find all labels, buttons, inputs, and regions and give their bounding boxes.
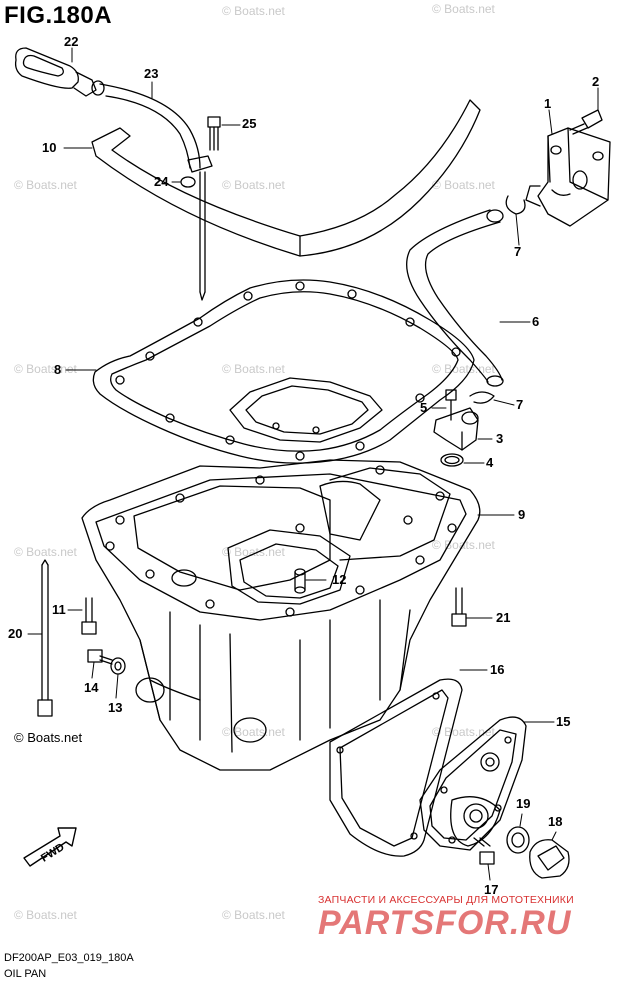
callout-5[interactable]: 5 (420, 400, 428, 415)
o-ring-24 (180, 176, 196, 188)
callout-25[interactable]: 25 (242, 116, 257, 131)
watermark: © Boats.net (14, 178, 77, 192)
clip-7-lower (469, 391, 495, 404)
callout-10[interactable]: 10 (42, 140, 57, 155)
oil-pan (81, 459, 481, 771)
long-bolt-20 (37, 559, 53, 717)
gasket-19 (506, 826, 530, 854)
clip-7-upper (505, 195, 526, 215)
callout-15[interactable]: 15 (556, 714, 571, 729)
figure-title: FIG.180A (4, 2, 113, 29)
watermark-dark: © Boats.net (14, 730, 83, 745)
callout-20[interactable]: 20 (8, 626, 23, 641)
watermark: © Boats.net (432, 725, 495, 739)
watermark: © Boats.net (432, 362, 495, 376)
dipstick-handle (14, 47, 105, 97)
callout-2[interactable]: 2 (592, 74, 600, 89)
callout-19[interactable]: 19 (516, 796, 531, 811)
figure-code: DF200AP_E03_019_180A (4, 952, 134, 964)
callout-21[interactable]: 21 (496, 610, 511, 625)
bolt-14 (87, 649, 113, 665)
watermark: © Boats.net (222, 178, 285, 192)
callout-11[interactable]: 11 (52, 602, 66, 617)
watermark: © Boats.net (222, 4, 285, 18)
ad-brand-logo: PARTSFOR.RU (318, 904, 572, 942)
callout-8[interactable]: 8 (54, 362, 62, 377)
leader-lines (27, 47, 599, 881)
callout-13[interactable]: 13 (108, 700, 123, 715)
stiffener-bracket (91, 99, 481, 257)
dowel-pin-12 (294, 568, 306, 594)
watermark: © Boats.net (14, 545, 77, 559)
callout-22[interactable]: 22 (64, 34, 79, 49)
dipstick-guide-tube (99, 83, 213, 301)
bolt-11 (81, 597, 97, 635)
oil-pan-gasket (92, 279, 475, 464)
callout-7[interactable]: 7 (514, 244, 522, 259)
fwd-arrow-icon (23, 827, 77, 867)
breather-case (525, 127, 611, 227)
bolt-17 (473, 837, 495, 865)
callout-9[interactable]: 9 (518, 507, 526, 522)
bolt-21 (451, 587, 467, 627)
callout-7[interactable]: 7 (516, 397, 524, 412)
watermark: © Boats.net (222, 908, 285, 922)
callout-24[interactable]: 24 (154, 174, 169, 189)
callout-12[interactable]: 12 (332, 572, 347, 587)
watermark: © Boats.net (14, 908, 77, 922)
callout-6[interactable]: 6 (532, 314, 540, 329)
watermark: © Boats.net (222, 362, 285, 376)
watermark: © Boats.net (432, 178, 495, 192)
watermark: © Boats.net (222, 545, 285, 559)
callout-14[interactable]: 14 (84, 680, 99, 695)
washer-13 (110, 657, 126, 675)
ad-tagline: ЗАПЧАСТИ И АКСЕССУАРЫ ДЛЯ МОТОТЕХНИКИ (318, 894, 574, 906)
watermark: © Boats.net (14, 362, 77, 376)
callout-18[interactable]: 18 (548, 814, 563, 829)
oil-pan-cover-15 (419, 716, 527, 851)
figure-name: OIL PAN (4, 968, 47, 980)
hose-elbow-3 (433, 407, 479, 451)
callout-4[interactable]: 4 (486, 455, 494, 470)
bolt-25 (207, 116, 221, 151)
cover-gasket-16 (329, 678, 463, 857)
callout-1[interactable]: 1 (544, 96, 552, 111)
callout-23[interactable]: 23 (144, 66, 159, 81)
callout-16[interactable]: 16 (490, 662, 505, 677)
breather-hose (406, 209, 504, 387)
o-ring-4 (440, 453, 464, 467)
callout-17[interactable]: 17 (484, 882, 499, 897)
bolt-5 (445, 389, 457, 421)
watermark: © Boats.net (432, 2, 495, 16)
drain-plug-18 (529, 839, 570, 879)
watermark: © Boats.net (222, 725, 285, 739)
callout-3[interactable]: 3 (496, 431, 504, 446)
